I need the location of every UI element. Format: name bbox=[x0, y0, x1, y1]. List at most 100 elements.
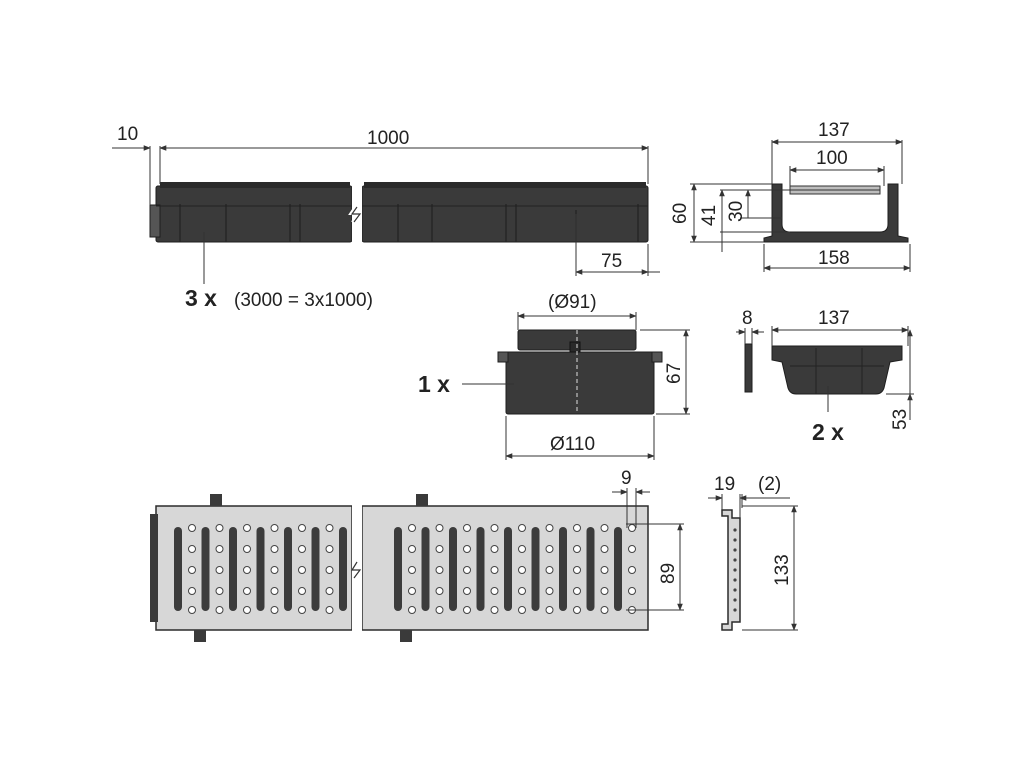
grate-slot bbox=[284, 527, 292, 611]
grate-profile-dimension-lines bbox=[708, 494, 798, 631]
grate-hole bbox=[435, 587, 444, 595]
grate-slot bbox=[339, 527, 347, 611]
profile-dot bbox=[733, 578, 737, 582]
grate-hole bbox=[270, 606, 279, 614]
grate-slot bbox=[421, 527, 430, 611]
channel-quantity-note: (3000 = 3x1000) bbox=[234, 290, 373, 311]
grate-hole bbox=[490, 606, 499, 614]
grate-hole bbox=[270, 566, 279, 574]
grate-hole bbox=[408, 545, 416, 553]
grate-slot bbox=[586, 527, 595, 611]
grate-hole bbox=[628, 587, 636, 595]
outlet-part bbox=[497, 329, 663, 415]
grate-top-view bbox=[150, 494, 649, 642]
grate-hole bbox=[573, 545, 581, 553]
grate-hole bbox=[243, 606, 251, 614]
grate-dimension-lines bbox=[612, 488, 684, 611]
grate-hole bbox=[463, 606, 471, 614]
grate-hole bbox=[545, 545, 554, 553]
grate-slot bbox=[531, 527, 540, 611]
grate-slot bbox=[174, 527, 182, 611]
grate-profile bbox=[721, 509, 741, 631]
grate-hole bbox=[298, 587, 306, 595]
grate-hole bbox=[600, 587, 609, 595]
grate-slot bbox=[256, 527, 265, 611]
grate-slot-length-dim: 89 bbox=[658, 563, 679, 584]
grate-hole bbox=[435, 524, 444, 532]
grate-hole bbox=[628, 545, 636, 553]
channel-dimension-lines bbox=[112, 145, 660, 284]
grate-hole bbox=[298, 566, 306, 574]
grate-hole bbox=[545, 587, 554, 595]
section-grate-depth-dim: 30 bbox=[726, 201, 747, 222]
end-cap-thickness-dim: 8 bbox=[742, 308, 753, 329]
grate-hole bbox=[408, 606, 416, 614]
grate-hole bbox=[188, 566, 196, 574]
grate-slot-pattern bbox=[174, 524, 636, 614]
end-cap-width-dim: 137 bbox=[818, 308, 850, 329]
grate-hole bbox=[243, 524, 251, 532]
grate-hole bbox=[325, 606, 334, 614]
grate-hole bbox=[600, 545, 609, 553]
grate-hole bbox=[325, 566, 334, 574]
grate-hole bbox=[463, 587, 471, 595]
section-dimension-lines bbox=[690, 139, 911, 272]
grate-hole bbox=[408, 587, 416, 595]
outlet-outer-diameter-dim: Ø110 bbox=[550, 434, 595, 455]
grate-hole bbox=[573, 566, 581, 574]
grate-hole bbox=[628, 524, 636, 532]
grate-slot bbox=[559, 527, 567, 611]
grate-slot bbox=[614, 527, 622, 611]
grate-hole bbox=[463, 524, 471, 532]
grate-hole bbox=[490, 545, 499, 553]
profile-dot bbox=[733, 558, 737, 562]
grate-hole bbox=[573, 524, 581, 532]
grate-slot bbox=[394, 527, 402, 611]
end-cap-dimension-lines bbox=[736, 326, 914, 420]
grate-hole bbox=[545, 566, 554, 574]
grate-hole bbox=[600, 606, 609, 614]
end-cap-height-dim: 53 bbox=[890, 409, 911, 430]
profile-dot bbox=[733, 548, 737, 552]
grate-hole bbox=[573, 587, 581, 595]
grate-slot bbox=[449, 527, 457, 611]
outlet-quantity: 1 x bbox=[418, 371, 450, 397]
grate-hole bbox=[600, 566, 609, 574]
grate-hole bbox=[270, 545, 279, 553]
end-cap-part bbox=[744, 343, 903, 395]
grate-hole bbox=[518, 606, 526, 614]
grate-profile-thickness-dim: 19 bbox=[714, 474, 735, 495]
outlet-dimension-lines bbox=[462, 312, 690, 460]
grate-hole bbox=[215, 587, 224, 595]
channel-length-dim: 1000 bbox=[367, 128, 409, 149]
grate-hole bbox=[298, 606, 306, 614]
grate-slot bbox=[311, 527, 320, 611]
grate-hole bbox=[490, 566, 499, 574]
grate-hole bbox=[573, 606, 581, 614]
grate-hole bbox=[270, 587, 279, 595]
grate-hole bbox=[408, 566, 416, 574]
grate-slot bbox=[504, 527, 512, 611]
section-inner-top-dim: 100 bbox=[816, 148, 848, 169]
outlet-inner-diameter-dim: (Ø91) bbox=[548, 292, 597, 313]
grate-hole bbox=[325, 587, 334, 595]
grate-hole bbox=[243, 545, 251, 553]
profile-dot bbox=[733, 598, 737, 602]
grate-hole bbox=[518, 566, 526, 574]
grate-hole bbox=[188, 587, 196, 595]
channel-quantity: 3 x bbox=[185, 285, 217, 311]
grate-hole bbox=[325, 545, 334, 553]
grate-profile-width-dim: 133 bbox=[772, 554, 793, 586]
section-height-dim: 60 bbox=[670, 203, 691, 224]
grate-hole bbox=[298, 524, 306, 532]
section-base-dim: 158 bbox=[818, 248, 850, 269]
grate-hole bbox=[243, 587, 251, 595]
grate-hole bbox=[545, 524, 554, 532]
grate-slot bbox=[201, 527, 210, 611]
grate-hole bbox=[188, 606, 196, 614]
grate-hole bbox=[298, 545, 306, 553]
grate-profile-gap-dim: (2) bbox=[758, 474, 781, 495]
grate-hole bbox=[188, 524, 196, 532]
channel-cross-section bbox=[763, 183, 909, 243]
